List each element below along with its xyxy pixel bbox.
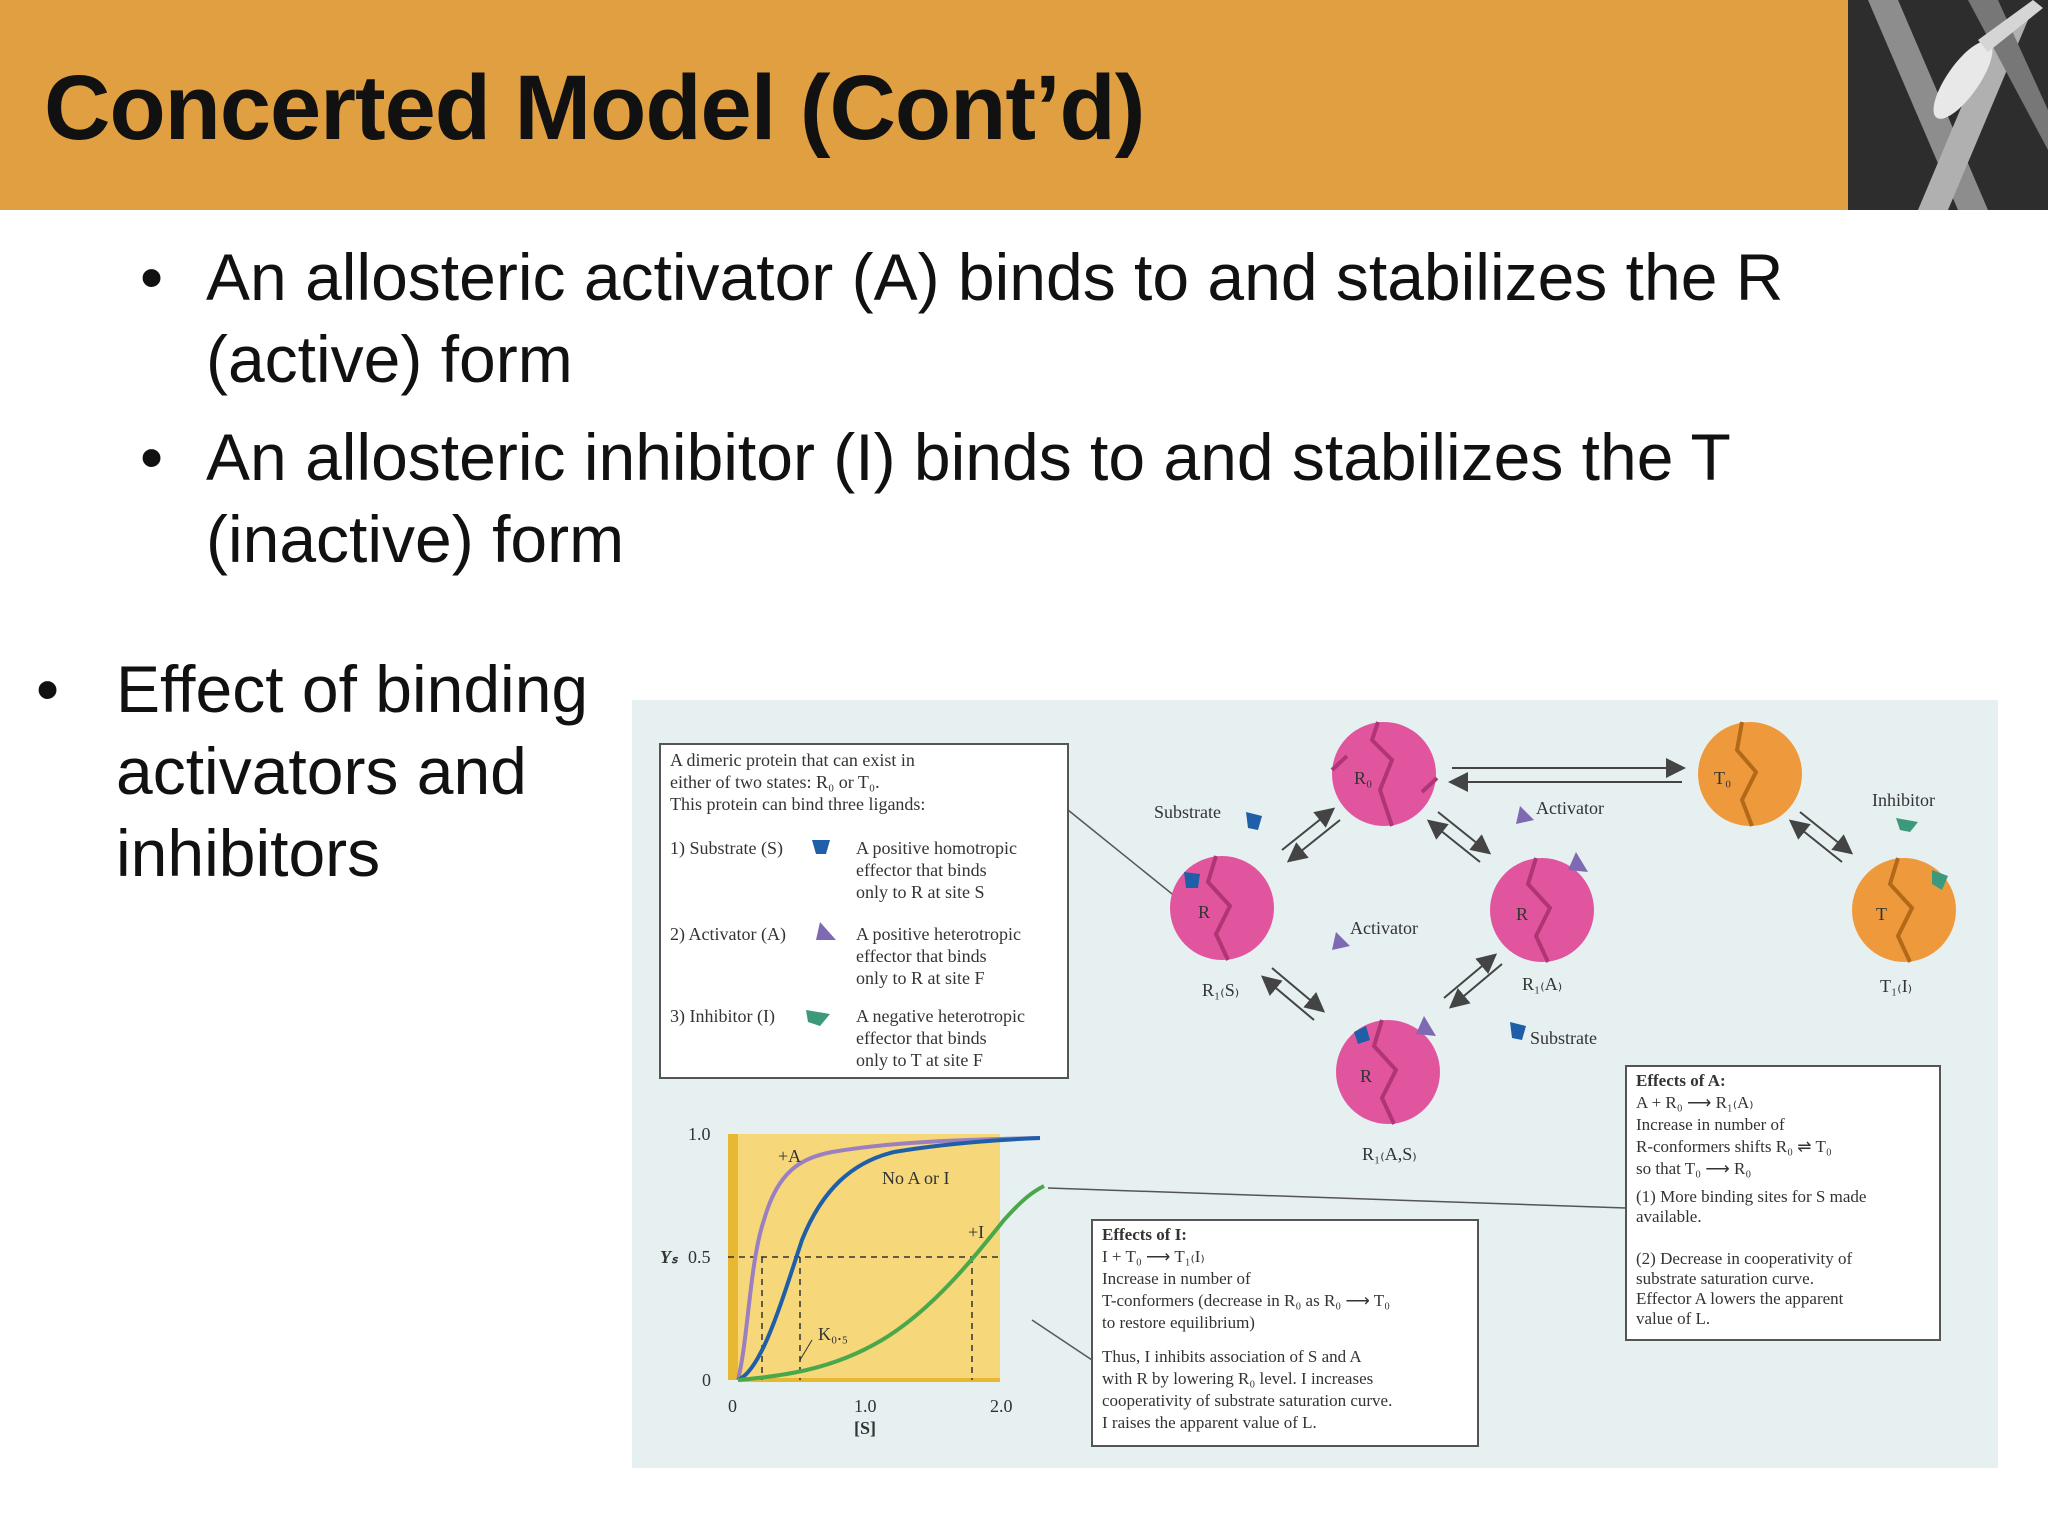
saturation-plot: +A No A or I +I K₀.₅ 1.0 0.5 0 Yₛ 0 1.0 …: [660, 1124, 1045, 1438]
ytick-05: 0.5: [688, 1247, 711, 1267]
bullet-text: An allosteric inhibitor (I) binds to and…: [206, 420, 1730, 576]
effects-i-line: cooperativity of substrate saturation cu…: [1102, 1391, 1392, 1410]
bullet-dot: •: [140, 240, 164, 314]
protein-r0: R₀: [1330, 721, 1439, 827]
effects-i-title: Effects of I:: [1102, 1225, 1187, 1244]
bullet-dot: •: [140, 420, 164, 494]
effects-a-line: so that T₀ ⟶ R₀: [1636, 1159, 1751, 1178]
effects-a-line: substrate saturation curve.: [1636, 1269, 1814, 1288]
r-letter: R: [1198, 902, 1210, 922]
effects-a-line: R-conformers shifts R₀ ⇌ T₀: [1636, 1137, 1832, 1156]
legend-desc: effector that binds: [856, 860, 987, 880]
bullet-inhibitor: • An allosteric inhibitor (I) binds to a…: [140, 416, 1940, 580]
figure-svg: A dimeric protein that can exist in eith…: [659, 721, 1956, 1447]
page-title: Concerted Model (Cont’d): [44, 57, 1145, 159]
k-label: K₀.₅: [818, 1324, 848, 1344]
curve-plus-i: [737, 1184, 1045, 1382]
legend-desc: only to T at site F: [856, 1050, 983, 1070]
effects-i-line: Thus, I inhibits association of S and A: [1102, 1347, 1362, 1366]
xtick-1: 1.0: [854, 1396, 877, 1416]
curve-label-none: No A or I: [882, 1168, 950, 1188]
r1s-label: R₁₍S₎: [1202, 980, 1239, 1000]
bullet-text: An allosteric activator (A) binds to and…: [206, 240, 1784, 396]
effects-i-line: I + T₀ ⟶ T₁₍I₎: [1102, 1247, 1205, 1266]
ytick-1: 1.0: [688, 1124, 711, 1144]
inhibitor-label: Inhibitor: [1872, 790, 1935, 810]
bullet-text: Effect of binding activators and inhibit…: [116, 652, 589, 890]
effects-a-line: (1) More binding sites for S made: [1636, 1187, 1866, 1206]
protein-r1as: R R₁₍A,S₎: [1336, 1016, 1440, 1164]
top-bullet-list: • An allosteric activator (A) binds to a…: [140, 236, 1940, 596]
effects-a-line: available.: [1636, 1207, 1702, 1226]
effects-i-box: Effects of I: I + T₀ ⟶ T₁₍I₎ Increase in…: [1091, 1219, 1479, 1447]
activator-label-1: Activator: [1536, 798, 1604, 818]
effects-a-title: Effects of A:: [1636, 1071, 1726, 1090]
t1i-label: T₁₍I₎: [1880, 976, 1912, 996]
r1a-label: R₁₍A₎: [1522, 974, 1562, 994]
effects-i-line: T-conformers (decrease in R₀ as R₀ ⟶ T₀: [1102, 1291, 1390, 1310]
protein-t1i: T T₁₍I₎: [1852, 857, 1956, 996]
effects-i-line: I raises the apparent value of L.: [1102, 1413, 1317, 1432]
allosteric-figure: A dimeric protein that can exist in eith…: [632, 700, 1998, 1468]
curve-label-i: +I: [968, 1222, 984, 1242]
ytick-0: 0: [702, 1370, 711, 1390]
legend-desc: A positive homotropic: [856, 838, 1017, 858]
substrate-label-1: Substrate: [1154, 802, 1221, 822]
r1as-label: R₁₍A,S₎: [1362, 1144, 1417, 1164]
legend-desc: A negative heterotropic: [856, 1006, 1025, 1026]
effects-a-line: value of L.: [1636, 1309, 1710, 1328]
legend-intro-2: either of two states: R₀ or T₀.: [670, 772, 880, 792]
protein-r1a: R R₁₍A₎: [1490, 852, 1594, 994]
r0-label: R₀: [1354, 768, 1372, 788]
r-letter: R: [1516, 904, 1528, 924]
decorative-corner-image: [1848, 0, 2048, 210]
effects-a-line: Effector A lowers the apparent: [1636, 1289, 1844, 1308]
t-letter: T: [1876, 904, 1887, 924]
x-axis-label: [S]: [854, 1418, 876, 1438]
legend-desc: effector that binds: [856, 946, 987, 966]
effects-a-box: Effects of A: A + R₀ ⟶ R₁₍A₎ Increase in…: [1625, 1065, 1941, 1341]
activator-label-2: Activator: [1350, 918, 1418, 938]
legend-desc: only to R at site F: [856, 968, 985, 988]
effects-a-line: (2) Decrease in cooperativity of: [1636, 1249, 1853, 1268]
curve-label-a: +A: [778, 1146, 801, 1166]
left-bullet: • Effect of binding activators and inhib…: [36, 648, 596, 890]
substrate-label-2: Substrate: [1530, 1028, 1597, 1048]
curve-plus-a: [736, 1136, 1041, 1381]
legend-item-activator: 2) Activator (A): [670, 924, 786, 945]
r-letter: R: [1360, 1066, 1372, 1086]
activator-icon: [816, 922, 836, 940]
effects-i-line: to restore equilibrium): [1102, 1313, 1255, 1332]
bullet-dot: •: [36, 652, 60, 726]
curve-no-ai: [737, 1136, 1041, 1382]
bullet-activator: • An allosteric activator (A) binds to a…: [140, 236, 1940, 400]
effects-a-line: A + R₀ ⟶ R₁₍A₎: [1636, 1093, 1753, 1112]
protein-r1s: R R₁₍S₎: [1170, 855, 1274, 1000]
xtick-0: 0: [728, 1396, 737, 1416]
protein-t0: T₀: [1698, 721, 1802, 827]
inhibitor-icon: [806, 1010, 830, 1026]
xtick-2: 2.0: [990, 1396, 1013, 1416]
t0-label: T₀: [1714, 768, 1731, 788]
legend-item-substrate: 1) Substrate (S): [670, 838, 783, 859]
effects-i-line: with R by lowering R₀ level. I increases: [1102, 1369, 1373, 1388]
legend-box: A dimeric protein that can exist in eith…: [659, 743, 1069, 1079]
title-bar: Concerted Model (Cont’d): [0, 0, 1848, 210]
legend-desc: effector that binds: [856, 1028, 987, 1048]
legend-intro-1: A dimeric protein that can exist in: [670, 750, 915, 770]
effects-i-line: Increase in number of: [1102, 1269, 1251, 1288]
legend-item-inhibitor: 3) Inhibitor (I): [670, 1006, 775, 1027]
substrate-icon: [812, 840, 830, 854]
y-axis-label: Yₛ: [660, 1247, 679, 1267]
legend-desc: A positive heterotropic: [856, 924, 1021, 944]
effects-a-line: Increase in number of: [1636, 1115, 1785, 1134]
legend-intro-3: This protein can bind three ligands:: [670, 794, 925, 814]
legend-desc: only to R at site S: [856, 882, 985, 902]
